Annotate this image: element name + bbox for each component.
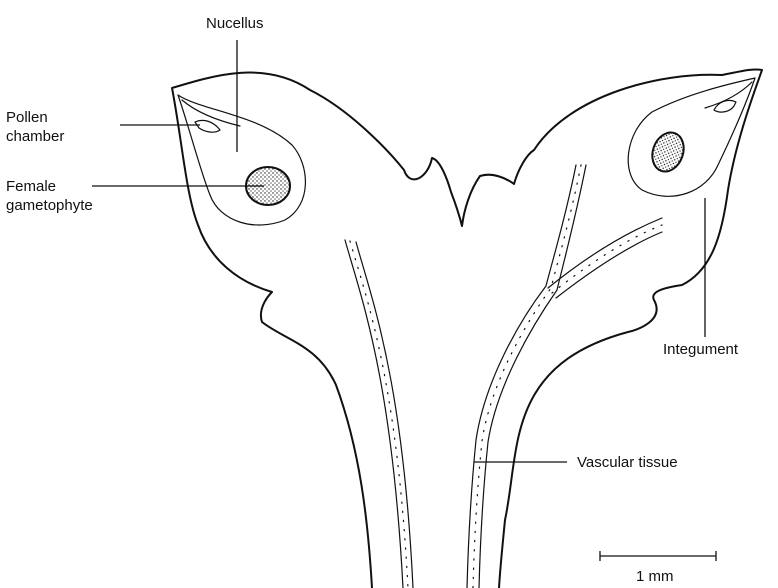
- scale-bar: 1 mm: [600, 551, 716, 585]
- right-pollen-chamber: [714, 100, 736, 112]
- left-nucellus-outline: [178, 95, 305, 225]
- right-female-gametophyte: [647, 128, 689, 176]
- integument-label: Integument: [663, 341, 739, 358]
- scale-bar-label: 1 mm: [636, 568, 674, 585]
- vascular-tissue-label: Vascular tissue: [577, 454, 678, 471]
- right-vascular-strand: [467, 165, 662, 588]
- pollen-chamber-label-line2: chamber: [6, 128, 64, 145]
- left-vascular-strand: [345, 240, 413, 588]
- right-nucellus-outline: [628, 78, 755, 196]
- left-pollen-chamber: [195, 120, 220, 132]
- female-gametophyte-label-line1: Female: [6, 178, 56, 195]
- nucellus-label: Nucellus: [206, 15, 264, 32]
- female-gametophyte-label-line2: gametophyte: [6, 197, 93, 214]
- pollen-chamber-label-line1: Pollen: [6, 109, 48, 126]
